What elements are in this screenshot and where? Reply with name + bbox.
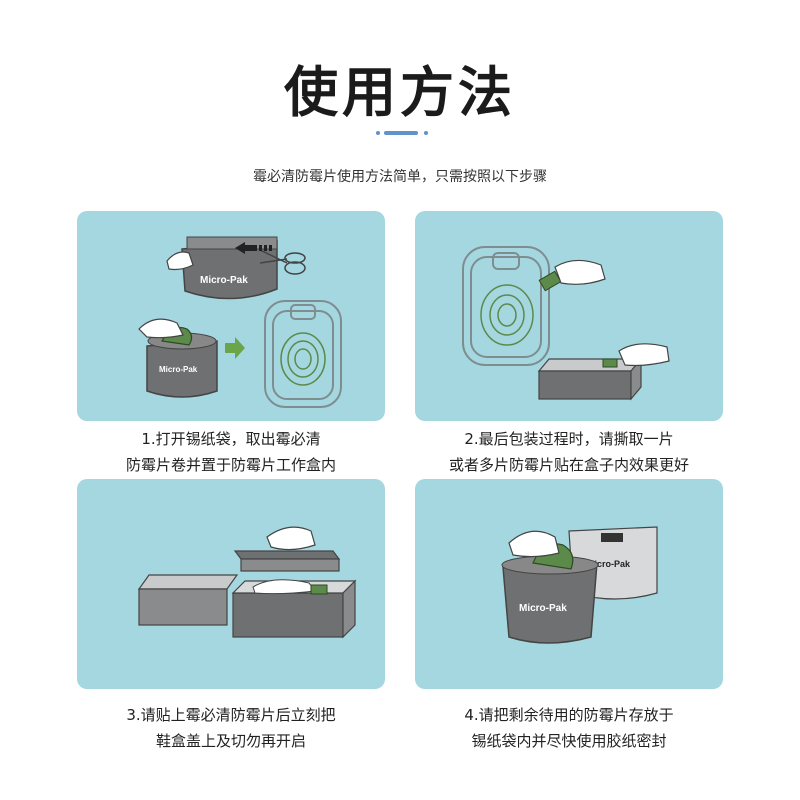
shoebox-icon — [137, 574, 239, 626]
step-4-line2: 锡纸袋内并尽快使用胶纸密封 — [471, 732, 667, 750]
step-4-illustration: Micro-Pak Micro-Pak — [415, 479, 723, 689]
hand-icon — [166, 251, 194, 271]
step-2-drawing — [462, 246, 670, 401]
page-subtitle: 霉必清防霉片使用方法简单，只需按照以下步骤 — [253, 169, 547, 185]
step-1-line1: 1.打开锡纸袋，取出霉必清 — [141, 430, 321, 448]
hand-icon — [554, 259, 606, 285]
foil-bag-open-icon — [146, 340, 218, 398]
box-lid-icon — [233, 550, 341, 572]
arrow-left-icon — [235, 242, 272, 254]
box-icon — [537, 357, 643, 401]
bag-brand-label-3: Micro-Pak — [587, 559, 631, 569]
step-3-caption: 3.请贴上霉必清防霉片后立刻把 鞋盒盖上及切勿再开启 — [77, 702, 385, 754]
step-1-line2: 防霉片卷并置于防霉片工作盒内 — [125, 456, 336, 474]
bag-brand-label-4: Micro-Pak — [519, 603, 567, 614]
step-4-drawing: Micro-Pak Micro-Pak — [501, 526, 658, 644]
step-4-caption: 4.请把剩余待用的防霉片存放于 锡纸袋内并尽快使用胶纸密封 — [415, 702, 723, 754]
workbox-icon — [462, 246, 550, 366]
bag-brand-label-2: Micro-Pak — [159, 365, 198, 374]
foil-bag-icon — [181, 240, 278, 300]
step-1-drawing: Micro-Pak Micro-Pak — [138, 236, 342, 408]
step-2-illustration — [415, 211, 723, 421]
bag-brand-label-1: Micro-Pak — [200, 275, 248, 286]
hand-icon — [266, 526, 316, 551]
step-2-line1: 2.最后包装过程时，请撕取一片 — [464, 430, 674, 448]
step-2-caption: 2.最后包装过程时，请撕取一片 或者多片防霉片贴在盒子内效果更好 — [415, 426, 723, 478]
foil-bag-open-icon — [501, 555, 599, 644]
step-3-drawing — [137, 526, 357, 639]
step-3-illustration — [77, 479, 385, 689]
step-3-line2: 鞋盒盖上及切勿再开启 — [155, 732, 306, 750]
page-title: 使用方法 — [284, 61, 516, 124]
workbox-icon — [264, 300, 342, 408]
step-1-caption: 1.打开锡纸袋，取出霉必清 防霉片卷并置于防霉片工作盒内 — [77, 426, 385, 478]
title-divider — [372, 130, 432, 136]
arrow-right-icon — [225, 337, 245, 359]
sheet-strip-icon — [538, 270, 562, 292]
step-3-line1: 3.请贴上霉必清防霉片后立刻把 — [126, 706, 336, 724]
hand-icon — [508, 530, 560, 558]
scissors-icon — [259, 249, 306, 275]
step-1-illustration: Micro-Pak Micro-Pak — [77, 211, 385, 421]
step-4-line1: 4.请把剩余待用的防霉片存放于 — [464, 706, 674, 724]
step-2-line2: 或者多片防霉片贴在盒子内效果更好 — [448, 456, 689, 474]
